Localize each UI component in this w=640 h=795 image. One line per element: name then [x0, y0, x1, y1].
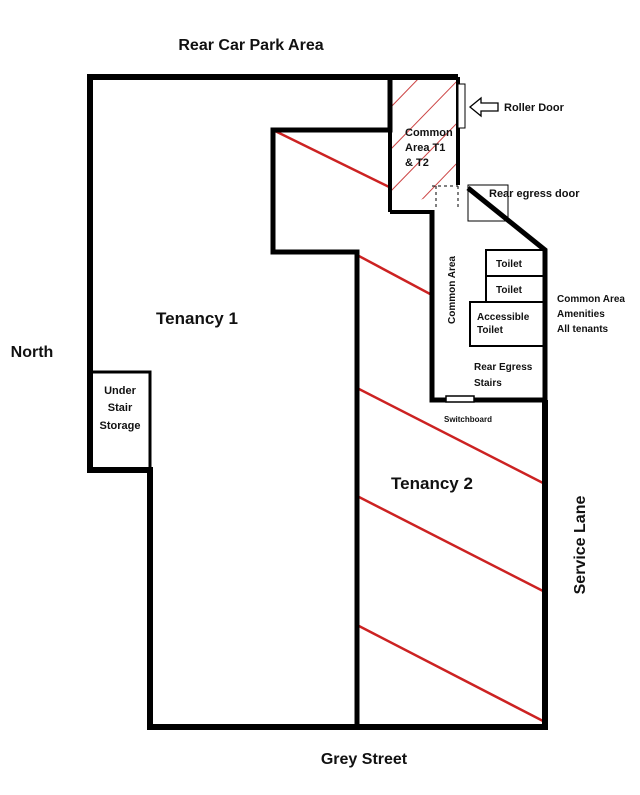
common-area-t1-t2-label-3: & T2 [405, 157, 429, 169]
common-area-amenities-label-2: Amenities [557, 309, 605, 320]
common-area-t1-t2-label-2: Area T1 [405, 142, 445, 154]
grey-street-label: Grey Street [321, 751, 408, 768]
common-area-amenities-label-1: Common Area [557, 294, 625, 305]
switchboard-label: Switchboard [444, 415, 492, 424]
north-label: North [11, 344, 54, 361]
amenities-outline [429, 186, 548, 403]
tenancy-2-label: Tenancy 2 [391, 474, 473, 493]
roller-door-label: Roller Door [504, 102, 565, 114]
rear-car-park-label: Rear Car Park Area [178, 37, 323, 54]
under-stair-storage-label-2: Stair [108, 402, 133, 414]
switchboard-marker [445, 395, 475, 403]
accessible-toilet-label-2: Toilet [477, 325, 504, 336]
service-lane-label: Service Lane [572, 496, 589, 595]
under-stair-storage-label-1: Under [104, 385, 137, 397]
roller-door-marker [457, 83, 466, 129]
under-stair-storage-box [88, 370, 152, 472]
under-stair-storage-label-3: Storage [100, 420, 141, 432]
accessible-toilet-label-1: Accessible [477, 312, 530, 323]
dashed-markers [432, 185, 459, 210]
common-area-t1-t2-label-1: Common [405, 127, 453, 139]
common-area-vertical-label: Common Area [447, 256, 458, 324]
roller-door-arrow-icon [468, 96, 499, 118]
toilet-1-label: Toilet [496, 259, 523, 270]
tenancy-1-label: Tenancy 1 [156, 309, 238, 328]
common-area-amenities-label-3: All tenants [557, 324, 609, 335]
rear-egress-stairs-label-1: Rear Egress [474, 362, 533, 373]
rear-egress-door-label: Rear egress door [489, 188, 580, 200]
accessible-toilet-room [469, 301, 546, 347]
walls [87, 74, 548, 730]
rear-egress-door-box [467, 184, 509, 222]
toilet-2-label: Toilet [496, 285, 523, 296]
tenancy-2-outline [357, 400, 548, 730]
rear-egress-stairs-label-2: Stairs [474, 378, 502, 389]
tenancy-divider [270, 77, 393, 727]
